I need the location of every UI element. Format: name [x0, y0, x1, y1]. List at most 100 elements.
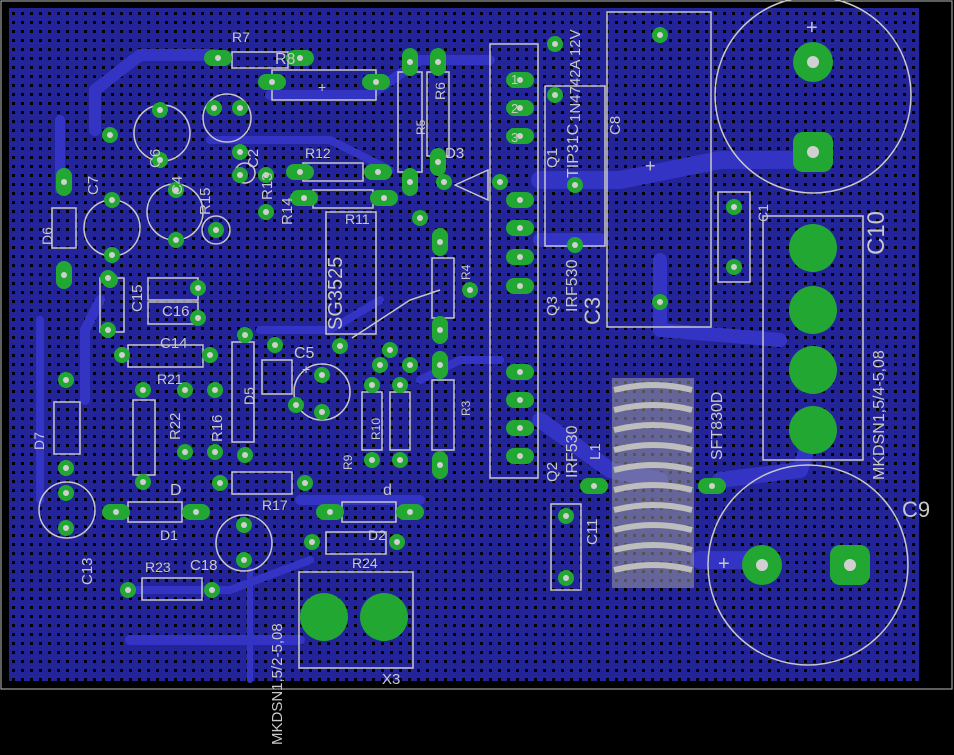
label-x3: X3 — [382, 671, 400, 688]
label-q1: Q1 — [544, 148, 561, 168]
copper-traces — [36, 49, 829, 683]
drill-hole — [437, 239, 443, 245]
drill-hole — [213, 227, 219, 233]
label-r13: R13 — [259, 172, 276, 200]
drill-hole — [337, 343, 343, 349]
label-d1-mark: D — [170, 482, 182, 499]
drill-hole — [113, 509, 119, 515]
label-mkds-right: MKDSN1,5/4-5,08 — [871, 350, 888, 480]
drill-hole — [140, 387, 146, 393]
drill-hole — [373, 79, 379, 85]
drill-hole — [63, 377, 69, 383]
label-pin1: 1 — [511, 72, 518, 87]
drill-hole — [195, 285, 201, 291]
drill-hole — [61, 179, 67, 185]
label-r11: R11 — [345, 211, 370, 227]
drill-hole — [297, 169, 303, 175]
drill-hole — [63, 465, 69, 471]
label-c3: C3 — [580, 297, 605, 325]
pad-layer — [56, 27, 870, 641]
label-r17: R17 — [262, 497, 288, 513]
pad — [789, 346, 837, 394]
label-r24: R24 — [352, 555, 378, 571]
drill-hole — [437, 462, 443, 468]
label-r16: R16 — [209, 414, 226, 442]
drill-hole — [441, 179, 447, 185]
drill-hole — [417, 215, 423, 221]
drill-hole — [63, 490, 69, 496]
label-c1: C1 — [755, 204, 771, 222]
label-r9: R9 — [341, 454, 355, 470]
drill-hole — [407, 179, 413, 185]
drill-hole — [237, 172, 243, 178]
drill-hole — [157, 107, 163, 113]
drill-hole — [572, 242, 578, 248]
drill-hole — [182, 387, 188, 393]
drill-hole — [517, 283, 523, 289]
drill-hole — [302, 480, 308, 486]
label-r3: R3 — [459, 400, 473, 416]
drill-hole — [309, 539, 315, 545]
label-c18: C18 — [190, 557, 218, 574]
drill-hole — [552, 92, 558, 98]
label-d2: D2 — [368, 527, 386, 543]
label-d1: D1 — [160, 527, 178, 543]
drill-hole — [467, 287, 473, 293]
drill-hole — [109, 252, 115, 258]
drill-hole — [517, 369, 523, 375]
component-labels: R7 R8 R6 R5 R12 R13 R14 R15 R11 R4 R3 R9… — [31, 17, 930, 745]
drill-hole — [407, 59, 413, 65]
pad — [789, 224, 837, 272]
drill-hole — [381, 195, 387, 201]
drill-hole — [552, 41, 558, 47]
label-mkds-x3: MKDSN1,5/2-5,08 — [269, 623, 286, 745]
drill-hole — [397, 457, 403, 463]
label-zener: 1N4742A 12V — [567, 29, 584, 122]
label-d6: D6 — [39, 227, 55, 245]
label-r7: R7 — [232, 29, 250, 45]
label-c9: C9 — [902, 497, 930, 522]
drill-hole — [807, 146, 819, 158]
drill-hole — [435, 59, 441, 65]
drill-hole — [369, 382, 375, 388]
drill-hole — [109, 197, 115, 203]
label-d5: D5 — [241, 387, 257, 405]
drill-hole — [182, 449, 188, 455]
drill-hole — [297, 55, 303, 61]
drill-hole — [517, 77, 523, 83]
label-plus-r8: + — [318, 79, 326, 95]
drill-hole — [394, 539, 400, 545]
label-r15: R15 — [197, 187, 214, 215]
drill-hole — [193, 509, 199, 515]
label-c10: C10 — [863, 211, 890, 255]
label-c11: C11 — [584, 519, 601, 545]
label-d7: D7 — [31, 432, 47, 450]
drill-hole — [293, 402, 299, 408]
label-r12: R12 — [305, 145, 331, 161]
label-plus-c10: + — [806, 17, 818, 39]
drill-hole — [377, 362, 383, 368]
drill-hole — [263, 172, 269, 178]
label-pin3: 3 — [511, 130, 518, 145]
drill-hole — [61, 272, 67, 278]
label-r8: R8 — [275, 51, 296, 68]
label-r14: R14 — [279, 197, 296, 225]
label-irf530-q2: IRF530 — [564, 425, 581, 478]
label-sft830d: SFT830D — [709, 392, 726, 460]
label-c15: C15 — [129, 284, 146, 312]
pad — [360, 593, 408, 641]
label-plus-c5: + — [302, 361, 310, 377]
label-l1: L1 — [587, 443, 604, 460]
drill-hole — [517, 453, 523, 459]
drill-hole — [517, 197, 523, 203]
drill-hole — [657, 32, 663, 38]
drill-hole — [657, 299, 663, 305]
label-r22: R22 — [167, 412, 184, 440]
label-r6: R6 — [432, 82, 448, 100]
drill-hole — [437, 362, 443, 368]
drill-hole — [173, 187, 179, 193]
label-r23: R23 — [145, 559, 171, 575]
drill-hole — [709, 483, 715, 489]
drill-hole — [319, 372, 325, 378]
